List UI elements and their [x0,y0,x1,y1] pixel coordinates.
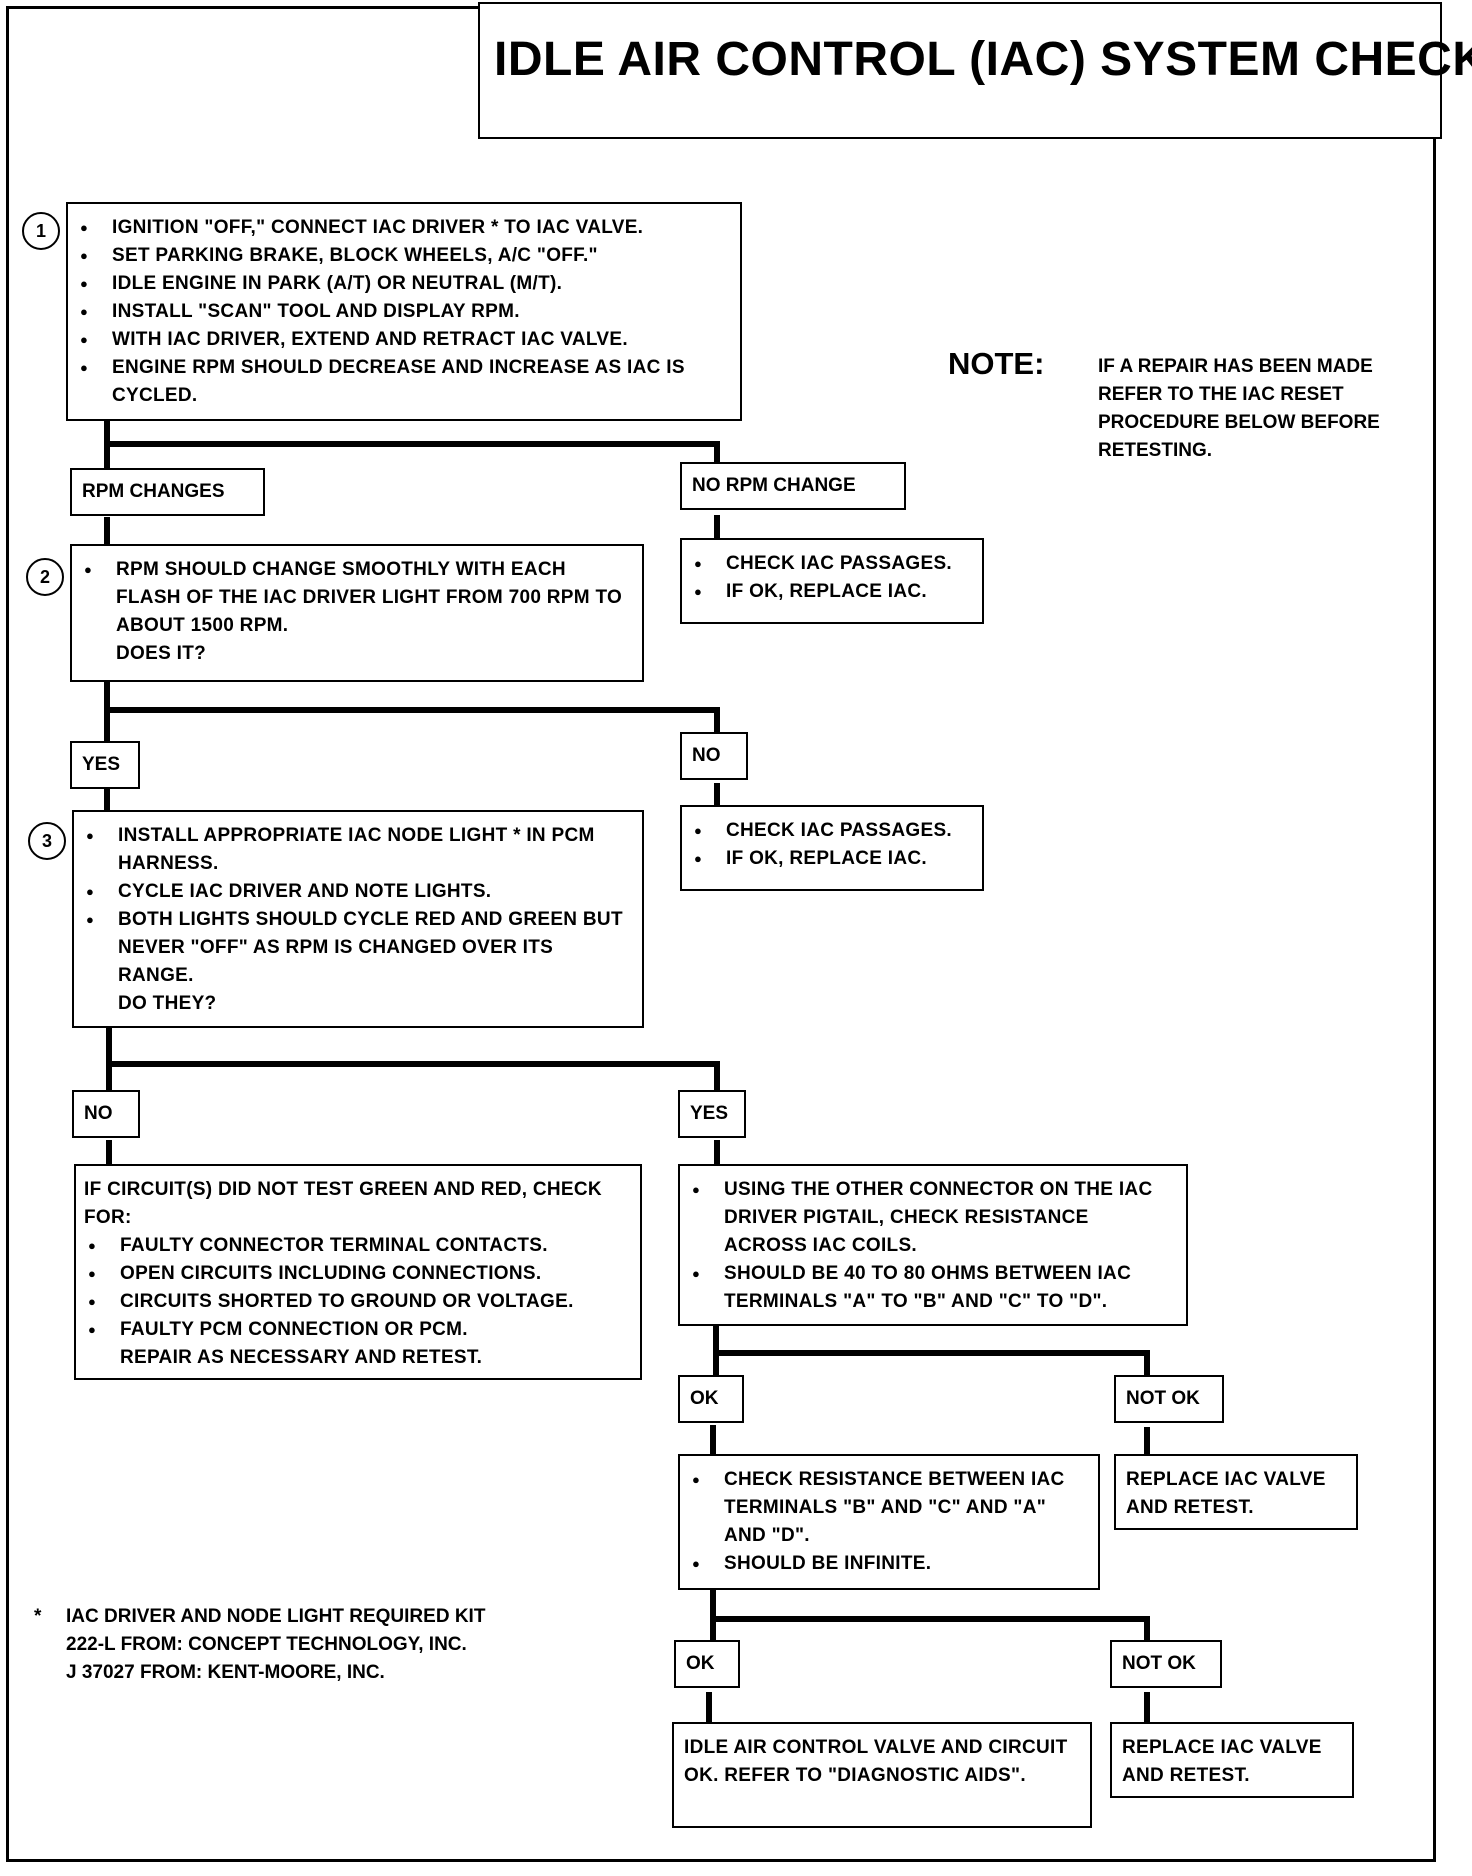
footnote: * IAC DRIVER AND NODE LIGHT REQUIRED KIT… [34,1603,485,1687]
replace-text: REPLACE IAC VALVE AND RETEST. [1122,1737,1322,1786]
ok-label: OK [674,1640,740,1688]
connector [714,1140,720,1168]
step-1-item: ENGINE RPM SHOULD DECREASE AND INCREASE … [68,354,730,410]
connector [106,1061,720,1067]
step-1-item: SET PARKING BRAKE, BLOCK WHEELS, A/C "OF… [68,242,730,270]
step-1-box: IGNITION "OFF," CONNECT IAC DRIVER * TO … [66,202,742,421]
connector [1144,1350,1150,1378]
resistance-item: USING THE OTHER CONNECTOR ON THE IAC DRI… [680,1176,1176,1260]
connector [1144,1692,1150,1728]
passages-item: IF OK, REPLACE IAC. [682,578,972,606]
circuit-item: CIRCUITS SHORTED TO GROUND OR VOLTAGE. [76,1288,640,1316]
step-1-item: INSTALL "SCAN" TOOL AND DISPLAY RPM. [68,298,730,326]
connector [714,515,720,541]
footnote-line: J 37027 FROM: KENT-MOORE, INC. [66,1662,385,1683]
check-passages-box-2: CHECK IAC PASSAGES. IF OK, REPLACE IAC. [680,805,984,891]
circuit-item: FAULTY PCM CONNECTION OR PCM. [76,1316,640,1344]
connector [104,517,110,547]
note-text: IF A REPAIR HAS BEEN MADE REFER TO THE I… [1098,356,1380,461]
step-3-marker: 3 [28,822,66,860]
step-3-question: DO THEY? [118,993,217,1014]
step-3-item: CYCLE IAC DRIVER AND NOTE LIGHTS. [74,878,632,906]
circuit-item: OPEN CIRCUITS INCLUDING CONNECTIONS. [76,1260,640,1288]
no-rpm-change-label: NO RPM CHANGE [680,462,906,510]
connector [1144,1616,1150,1644]
connector [710,1425,716,1459]
connector [714,783,720,809]
circuit-item: FAULTY CONNECTOR TERMINAL CONTACTS. [76,1232,640,1260]
final-ok-text: IDLE AIR CONTROL VALVE AND CIRCUIT OK. R… [684,1737,1068,1786]
note-label: NOTE: [948,346,1045,381]
not-ok-label: NOT OK [1110,1640,1222,1688]
connector [104,680,110,746]
check-passages-box-1: CHECK IAC PASSAGES. IF OK, REPLACE IAC. [680,538,984,624]
connector [714,707,720,733]
connector [710,1616,1150,1622]
step-2-box: RPM SHOULD CHANGE SMOOTHLY WITH EACH FLA… [70,544,644,682]
step-2-marker: 2 [26,558,64,596]
step-1-item: IDLE ENGINE IN PARK (A/T) OR NEUTRAL (M/… [68,270,730,298]
step-3-item: INSTALL APPROPRIATE IAC NODE LIGHT * IN … [74,822,632,878]
circuit-check-box: IF CIRCUIT(S) DID NOT TEST GREEN AND RED… [74,1164,642,1380]
footnote-line: IAC DRIVER AND NODE LIGHT REQUIRED KIT [66,1606,486,1627]
step-3-box: INSTALL APPROPRIATE IAC NODE LIGHT * IN … [72,810,644,1028]
circuit-outro: REPAIR AS NECESSARY AND RETEST. [120,1347,483,1368]
resistance-check-box-2: CHECK RESISTANCE BETWEEN IAC TERMINALS "… [678,1454,1100,1590]
connector [714,1061,720,1093]
resistance-item: CHECK RESISTANCE BETWEEN IAC TERMINALS "… [680,1466,1088,1550]
connector [714,441,720,465]
yes-label: YES [70,741,140,789]
circuit-intro: IF CIRCUIT(S) DID NOT TEST GREEN AND RED… [84,1179,602,1228]
passages-item: CHECK IAC PASSAGES. [682,550,972,578]
connector [106,1140,112,1168]
passages-item: IF OK, REPLACE IAC. [682,845,972,873]
rpm-changes-label: RPM CHANGES [70,468,265,516]
connector [104,707,720,713]
no-label: NO [72,1090,140,1138]
title-box: IDLE AIR CONTROL (IAC) SYSTEM CHECK [478,2,1472,139]
connector [104,441,720,447]
replace-iac-box-2: REPLACE IAC VALVE AND RETEST. [1110,1722,1354,1798]
not-ok-label: NOT OK [1114,1375,1224,1423]
step-2-item: RPM SHOULD CHANGE SMOOTHLY WITH EACH FLA… [72,556,632,640]
step-3-item: BOTH LIGHTS SHOULD CYCLE RED AND GREEN B… [74,906,632,990]
resistance-item: SHOULD BE 40 TO 80 OHMS BETWEEN IAC TERM… [680,1260,1176,1316]
page-title: IDLE AIR CONTROL (IAC) SYSTEM CHECK [494,33,1472,86]
connector [104,788,110,814]
resistance-check-box-1: USING THE OTHER CONNECTOR ON THE IAC DRI… [678,1164,1188,1326]
step-1-item: WITH IAC DRIVER, EXTEND AND RETRACT IAC … [68,326,730,354]
connector [713,1350,1150,1356]
no-label: NO [680,732,748,780]
replace-iac-box-1: REPLACE IAC VALVE AND RETEST. [1114,1454,1358,1530]
replace-text: REPLACE IAC VALVE AND RETEST. [1126,1469,1326,1518]
step-2-question: DOES IT? [116,643,207,664]
step-1-marker: 1 [22,212,60,250]
connector [706,1692,712,1728]
resistance-item: SHOULD BE INFINITE. [680,1550,1088,1578]
final-ok-box: IDLE AIR CONTROL VALVE AND CIRCUIT OK. R… [672,1722,1092,1828]
yes-label: YES [678,1090,746,1138]
footnote-star: * [34,1606,42,1627]
step-1-item: IGNITION "OFF," CONNECT IAC DRIVER * TO … [68,214,730,242]
passages-item: CHECK IAC PASSAGES. [682,817,972,845]
ok-label: OK [678,1375,744,1423]
footnote-line: 222-L FROM: CONCEPT TECHNOLOGY, INC. [66,1634,467,1655]
connector [1144,1427,1150,1459]
